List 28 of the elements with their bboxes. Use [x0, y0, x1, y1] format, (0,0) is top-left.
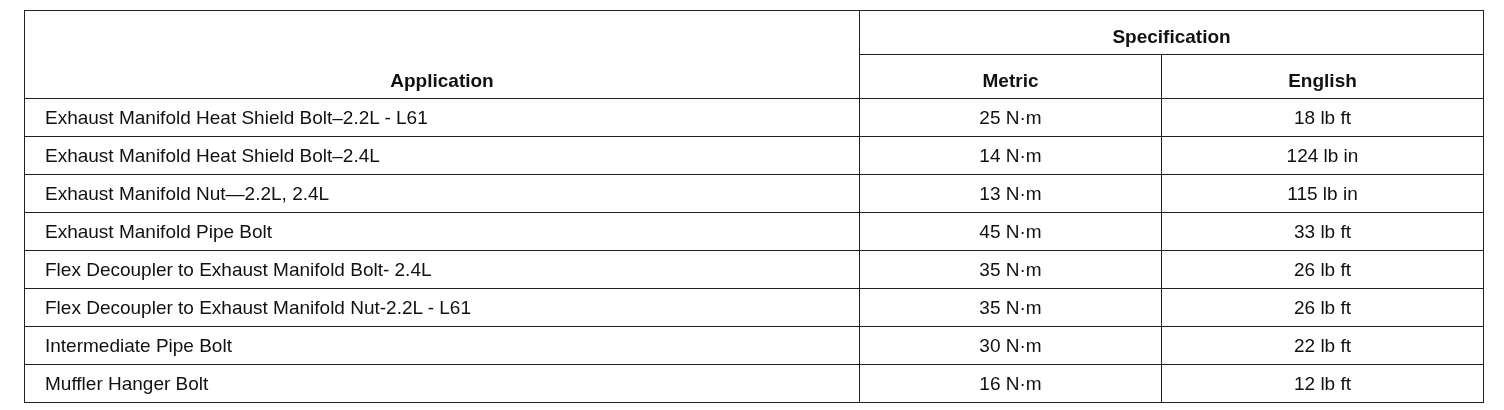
application-name: Exhaust Manifold Nut—2.2L, 2.4L: [45, 182, 330, 204]
metric-torque: 25 N·m: [979, 106, 1042, 128]
metric-torque: 30 N·m: [979, 334, 1042, 356]
column-header: Application: [390, 70, 494, 91]
metric-torque: 35 N·m: [979, 296, 1042, 318]
metric-torque: 16 N·m: [979, 372, 1042, 394]
english-torque: 115 lb in: [1287, 182, 1358, 204]
application-name: Muffler Hanger Bolt: [45, 372, 209, 394]
metric-torque: 35 N·m: [979, 258, 1042, 280]
english-torque: 26 lb ft: [1293, 296, 1351, 318]
english-torque: 26 lb ft: [1293, 258, 1351, 280]
column-header: English: [1288, 70, 1357, 91]
metric-torque: 13 N·m: [979, 182, 1042, 204]
column-header: Metric: [982, 70, 1039, 91]
column-header: Specification: [1112, 26, 1231, 47]
application-name: Exhaust Manifold Pipe Bolt: [45, 220, 273, 242]
application-name: Exhaust Manifold Heat Shield Bolt–2.4L: [45, 144, 380, 166]
english-torque: 12 lb ft: [1293, 372, 1351, 394]
application-name: Flex Decoupler to Exhaust Manifold Bolt- 2.4L: [45, 258, 432, 280]
english-torque: 22 lb ft: [1293, 334, 1351, 356]
application-name: Flex Decoupler to Exhaust Manifold Nut-2.2L - L61: [45, 296, 471, 318]
application-name: Intermediate Pipe Bolt: [45, 334, 232, 356]
metric-torque: 14 N·m: [979, 144, 1042, 166]
metric-torque: 45 N·m: [979, 220, 1042, 242]
english-torque: 33 lb ft: [1293, 220, 1351, 242]
english-torque: 124 lb in: [1286, 144, 1359, 166]
english-torque: 18 lb ft: [1293, 106, 1351, 128]
application-name: Exhaust Manifold Heat Shield Bolt–2.2L - L61: [45, 106, 428, 128]
